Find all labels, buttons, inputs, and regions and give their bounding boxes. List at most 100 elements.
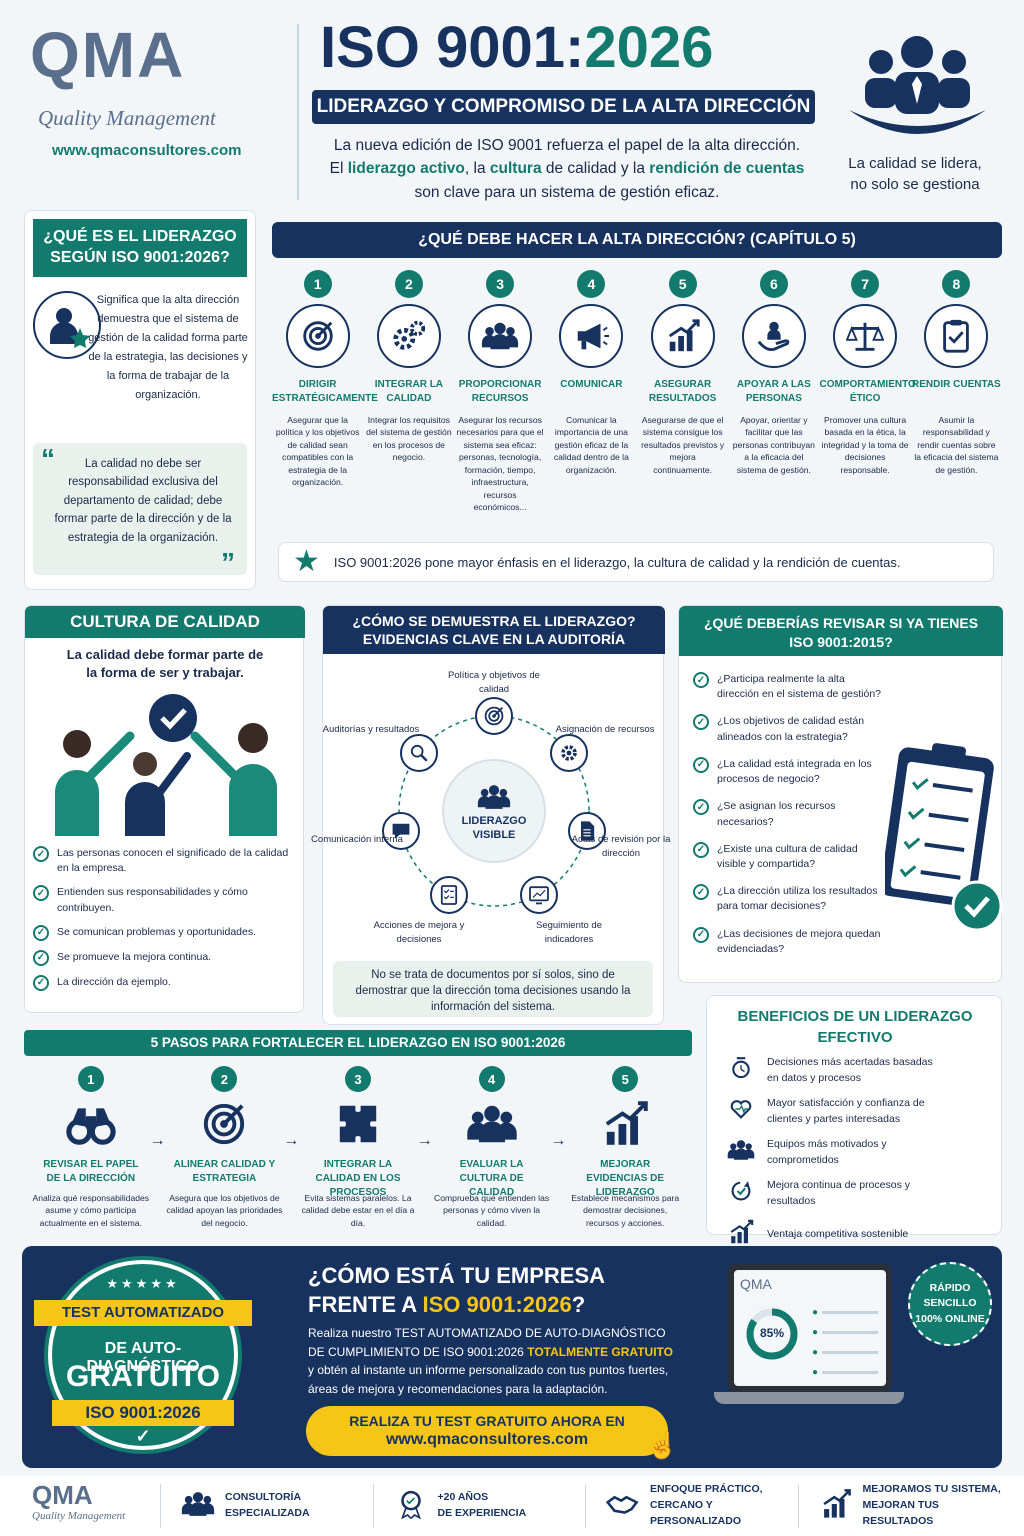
- check-icon: ✓: [693, 714, 709, 731]
- evidencias-note: No se trata de documentos por sí solos, …: [333, 961, 653, 1017]
- cap5-item-desc: Integrar los requisitos del sistema de g…: [366, 415, 452, 463]
- evidence-label: Acciones de mejora y decisiones: [373, 920, 465, 945]
- badge-line-3: GRATUITO: [66, 1360, 220, 1393]
- scales-icon: [833, 304, 898, 368]
- cap5-item-title: DIRIGIR ESTRATÉGICAMENTE: [272, 379, 378, 404]
- intro-text: La nueva edición de ISO 9001 refuerza el…: [312, 134, 822, 204]
- footer-item: ENFOQUE PRÁCTICO,CERCANO Y PERSONALIZADO: [585, 1483, 798, 1528]
- beneficio-text: Decisiones más acertadas basadas en dato…: [767, 1056, 933, 1084]
- capitulo5-items: 1 DIRIGIR ESTRATÉGICAMENTE Asegurar que …: [272, 270, 1002, 534]
- laptop-mockup: QMA 85% ● ● ● ●: [714, 1264, 904, 1454]
- cta-text: Realiza nuestro TEST AUTOMATIZADO DE AUT…: [308, 1326, 673, 1396]
- title-year: 2026: [584, 15, 714, 80]
- page-title: ISO 9001:2026: [320, 14, 713, 81]
- center-label: LIDERAZGO VISIBLE: [461, 814, 527, 841]
- growth-chart-icon: [595, 1096, 655, 1152]
- intro-line-1: La nueva edición de ISO 9001 refuerza el…: [333, 137, 801, 154]
- revisar-list-text: ¿Existe una cultura de calidad visible y…: [717, 842, 858, 870]
- open-quote-icon: “: [41, 443, 55, 474]
- footer-item-text: ENFOQUE PRÁCTICO,CERCANO Y PERSONALIZADO: [650, 1483, 763, 1527]
- gears-icon: [376, 304, 441, 368]
- cap5-item-desc: Apoyar, orientar y facilitar que las per…: [732, 415, 815, 475]
- cap5-item-title: ASEGURAR RESULTADOS: [648, 379, 717, 404]
- decision-icon: [727, 1054, 759, 1087]
- team-icon: [181, 1487, 215, 1526]
- pasos-title: 5 PASOS PARA FORTALECER EL LIDERAZGO EN …: [24, 1030, 692, 1056]
- test-badge[interactable]: ★★★★★ TEST AUTOMATIZADO DE AUTO-DIAGNÓST…: [34, 1260, 252, 1450]
- paso-5: 5 MEJORAR EVIDENCIAS DE LIDERAZGO Establ…: [558, 1066, 692, 1236]
- revisar-list-item: ✓¿Participa realmente la alta dirección …: [693, 672, 889, 702]
- star-icon: ★: [293, 545, 320, 578]
- paso-desc: Analiza qué responsabilidades asume y có…: [32, 1193, 150, 1228]
- que-es-text: Significa que la alta dirección demuestr…: [88, 294, 248, 401]
- footer-logo[interactable]: QMA: [32, 1480, 93, 1510]
- user-star-icon: [33, 291, 101, 359]
- paso-desc: Asegura que los objetivos de calidad apo…: [166, 1193, 283, 1228]
- team-icon: [468, 304, 533, 368]
- team-icon: [462, 1096, 522, 1152]
- cap5-item-7: 7 COMPORTAMIENTO ÉTICO Promover una cult…: [819, 270, 916, 534]
- cap5-item-8: 8 RENDIR CUENTAS Asumir la responsabilid…: [911, 270, 1002, 534]
- cap5-item-1: 1 DIRIGIR ESTRATÉGICAMENTE Asegurar que …: [272, 270, 378, 534]
- paso-4: 4 EVALUAR LA CULTURA DE CALIDAD Comprueb…: [425, 1066, 559, 1236]
- cultura-list: ✓ Las personas conocen el significado de …: [33, 846, 297, 1000]
- search-icon: [400, 733, 439, 772]
- footer-tagline: Quality Management: [32, 1510, 126, 1522]
- revisar-list-item: ✓ ¿Los objetivos de calidad están alinead…: [693, 714, 889, 744]
- cap5-item-desc: Asegurarse de que el sistema consigue lo…: [641, 415, 725, 475]
- step-number-badge: 4: [577, 270, 606, 298]
- footer-item: MEJORAMOS TU SISTEMA,MEJORAN TUS RESULTA…: [797, 1483, 1011, 1528]
- paso-desc: Establece mecanismos para demostrar deci…: [571, 1193, 680, 1228]
- check-icon: ✓: [693, 756, 709, 773]
- cap5-item-desc: Promover una cultura basada en la ética,…: [821, 415, 909, 475]
- evidence-label: Seguimiento de indicadores: [535, 920, 603, 945]
- step-number-badge: 8: [942, 270, 971, 298]
- revisar-list: ✓¿Participa realmente la alta dirección …: [693, 672, 889, 969]
- paso-desc: Comprueba qué entienden las personas y c…: [434, 1193, 550, 1228]
- revisar-list-item: ✓¿Se asignan los recursos necesarios?: [693, 799, 889, 829]
- cultura-list-item: ✓Entienden sus responsabilidades y cómo …: [33, 885, 297, 915]
- check-icon: ✓: [33, 846, 49, 862]
- website-link[interactable]: www.qmaconsultores.com: [52, 142, 242, 159]
- evidencias-title: ¿CÓMO SE DEMUESTRA EL LIDERAZGO?EVIDENCI…: [323, 606, 665, 654]
- arrow-right-icon: →: [149, 1132, 166, 1149]
- revisar-list-text: ¿Se asignan los recursos necesarios?: [717, 800, 836, 828]
- paso-title: INTEGRAR LA CALIDAD EN LOS PROCESOS: [315, 1159, 401, 1198]
- step-number-badge: 1: [303, 270, 332, 298]
- cultura-card: CULTURA DE CALIDAD La calidad debe forma…: [24, 605, 305, 1013]
- pasos-row: 1 REVISAR EL PAPEL DE LA DIRECCIÓN Anali…: [24, 1066, 692, 1236]
- revisar-list-item: ✓¿La dirección utiliza los resultados pa…: [693, 884, 889, 914]
- capitulo5-note-text: ISO 9001:2026 pone mayor énfasis en el l…: [333, 554, 901, 570]
- check-icon: ✓: [33, 924, 49, 941]
- paso-title: ALINEAR CALIDAD Y ESTRATEGIA: [173, 1159, 276, 1184]
- document-icon: [567, 811, 606, 850]
- step-number-badge: 4: [478, 1066, 505, 1092]
- qma-logo[interactable]: QMA: [30, 19, 186, 91]
- cap5-item-title: COMPORTAMIENTO ÉTICO: [819, 379, 916, 404]
- cap5-item-desc: Asegurar los recursos necesarios para qu…: [456, 415, 544, 513]
- cultura-list-text: La dirección da ejemplo.: [57, 975, 171, 988]
- cultura-list-text: Las personas conocen el significado de l…: [57, 847, 289, 875]
- paso-title: EVALUAR LA CULTURA DE CALIDAD: [459, 1159, 524, 1198]
- evidence-label: Comunicación interna: [311, 834, 403, 845]
- growth-chart-icon: [727, 1218, 759, 1251]
- revisar-list-text: ¿Las decisiones de mejora quedan evidenc…: [717, 927, 881, 955]
- cap5-item-desc: Asegurar que la política y los objetivos…: [275, 415, 360, 488]
- beneficio-item: Equipos más motivados y comprometidos: [727, 1136, 997, 1169]
- motto: La calidad se lidera,no solo se gestiona: [848, 155, 982, 193]
- evidencias-card: ¿CÓMO SE DEMUESTRA EL LIDERAZGO?EVIDENCI…: [311, 605, 670, 1025]
- cultura-title: CULTURA DE CALIDAD: [25, 606, 305, 638]
- revisar-list-text: ¿Los objetivos de calidad están alineado…: [717, 715, 865, 743]
- paso-1: 1 REVISAR EL PAPEL DE LA DIRECCIÓN Anali…: [24, 1066, 158, 1236]
- title-iso: ISO 9001:: [320, 15, 585, 80]
- check-icon: ✓: [693, 672, 709, 688]
- checklist-icon: [430, 875, 469, 914]
